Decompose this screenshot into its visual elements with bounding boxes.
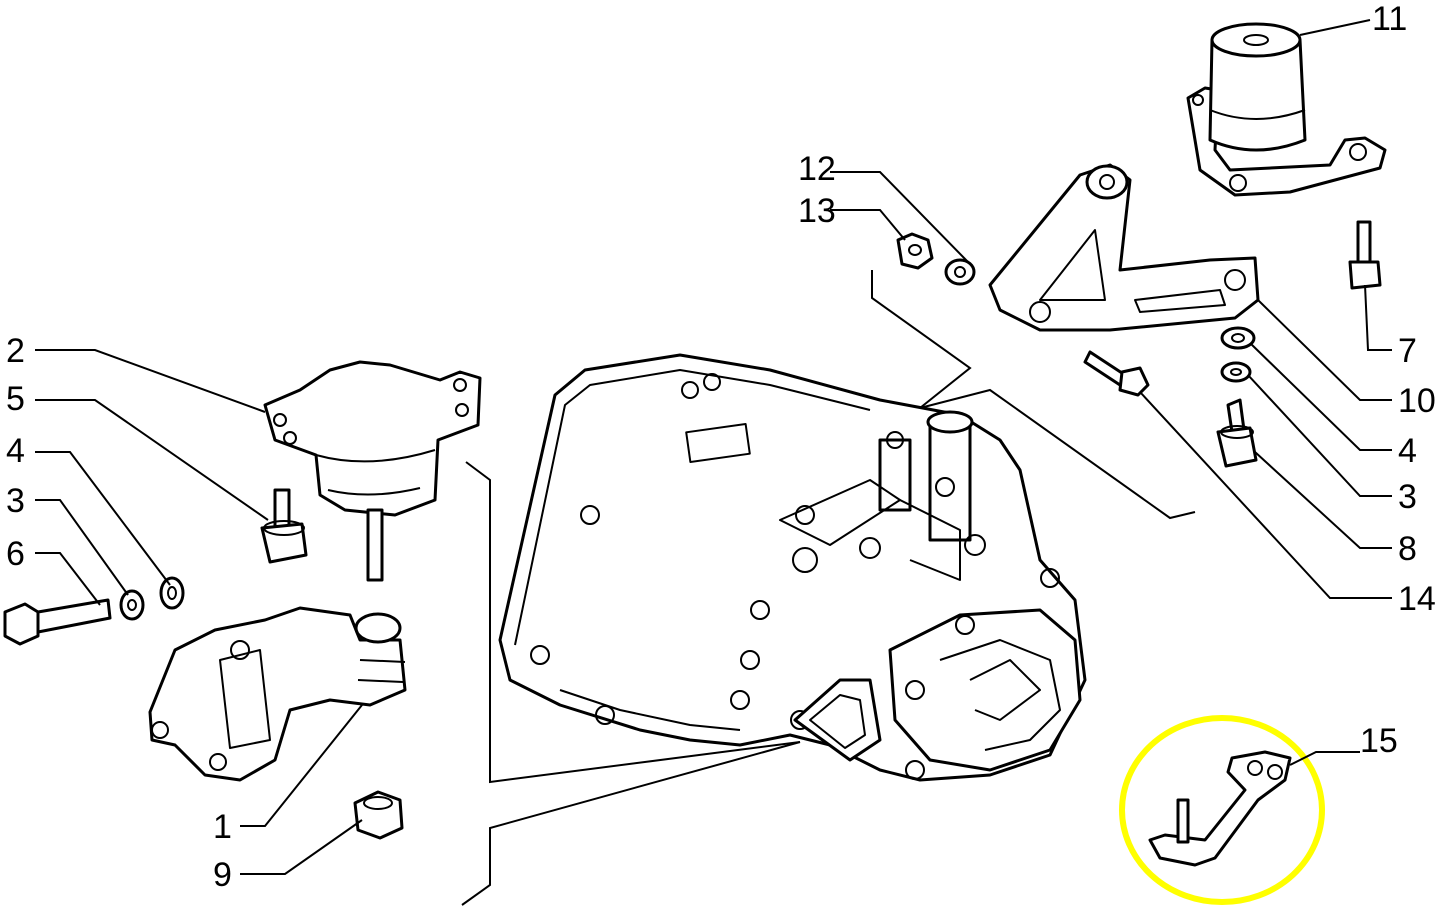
label-1: 1 xyxy=(213,808,232,846)
label-11: 11 xyxy=(1372,0,1407,38)
highlight-circle xyxy=(1119,715,1325,905)
label-6: 6 xyxy=(6,535,25,573)
part-7-bolt xyxy=(1348,220,1382,290)
label-2: 2 xyxy=(6,332,25,370)
part-14-bolt xyxy=(1083,350,1150,397)
part-3-right-washer xyxy=(1220,361,1252,383)
label-4-right: 4 xyxy=(1398,432,1417,470)
part-1-lower-arm xyxy=(148,606,407,782)
label-8: 8 xyxy=(1398,530,1417,568)
part-10-upper-arm xyxy=(988,163,1260,332)
part-9-nut xyxy=(353,790,404,840)
label-7: 7 xyxy=(1398,332,1417,370)
part-2-left-mount xyxy=(263,360,482,582)
part-13-nut xyxy=(896,232,934,270)
part-11-engine-mount xyxy=(1186,22,1387,197)
label-5: 5 xyxy=(6,380,25,418)
part-4-left-lock-washer xyxy=(159,576,185,610)
label-4-left: 4 xyxy=(6,432,25,470)
leader-lines xyxy=(35,19,1392,875)
housing-plate xyxy=(685,422,751,464)
label-3-right: 3 xyxy=(1398,478,1417,516)
label-9: 9 xyxy=(213,856,232,894)
gearbox-housing xyxy=(498,353,1087,782)
label-12: 12 xyxy=(798,150,836,188)
left-bracket-line-lower xyxy=(461,741,801,906)
callout-labels: 11 12 13 2 5 4 3 6 1 9 7 10 4 3 8 14 15 xyxy=(6,0,1436,894)
upper-bracket-line xyxy=(871,270,972,409)
label-13: 13 xyxy=(798,192,836,230)
part-6-long-bolt xyxy=(3,598,112,646)
part-5-stud xyxy=(260,488,308,564)
part-15-bracket xyxy=(1148,750,1292,867)
part-12-washer xyxy=(944,258,976,286)
label-3-left: 3 xyxy=(6,482,25,520)
label-15: 15 xyxy=(1360,722,1398,760)
part-3-left-washer xyxy=(119,589,145,621)
label-10: 10 xyxy=(1398,382,1436,420)
part-8-stud xyxy=(1216,398,1258,468)
part-4-right-lock-washer xyxy=(1220,326,1256,350)
label-14: 14 xyxy=(1398,580,1436,618)
left-bracket-line xyxy=(465,461,801,784)
upper-bracket-line-right xyxy=(919,388,1196,520)
